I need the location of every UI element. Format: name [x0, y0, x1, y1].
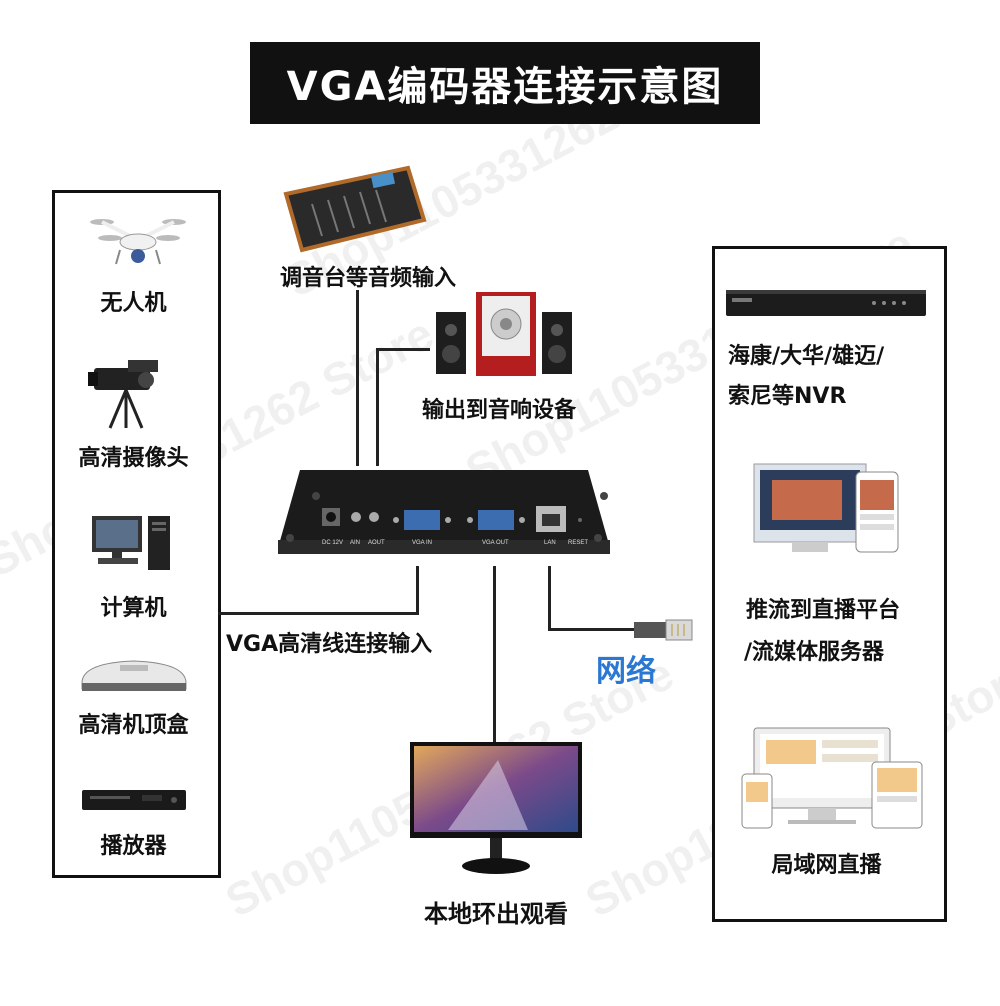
audio-output-label: 输出到音响设备: [422, 398, 577, 423]
monitor-label: 本地环出观看: [424, 900, 568, 928]
port-label: DC 12V: [322, 540, 343, 546]
drone-icon: [90, 219, 186, 265]
monitor-icon: [410, 742, 582, 874]
port-label: VGA IN: [412, 540, 432, 546]
input-label: 播放器: [100, 834, 167, 859]
vga-input-label: VGA高清线连接输入: [226, 632, 433, 657]
input-label: 高清摄像头: [78, 446, 189, 471]
input-label: 无人机: [100, 291, 167, 316]
output-label: 索尼等NVR: [728, 384, 847, 409]
computer-icon: [92, 516, 170, 570]
lan-cable: [548, 628, 634, 631]
audio-input-label: 调音台等音频输入: [280, 266, 457, 291]
port-label: LAN: [544, 540, 556, 546]
output-label: /流媒体服务器: [744, 640, 885, 665]
vga-out-cable: [493, 566, 496, 746]
nvr-icon: [726, 290, 926, 316]
output-label: 推流到直播平台: [746, 598, 901, 623]
vga-encoder-device: DC 12V AIN AOUT VGA IN VGA OUT LAN RESET: [278, 470, 610, 554]
title-banner: VGA编码器连接示意图: [250, 42, 760, 124]
network-label: 网络: [596, 654, 656, 689]
lan-cable: [548, 566, 551, 630]
rj45-connector-icon: [634, 619, 693, 641]
streaming-platform-icon: [753, 463, 899, 553]
port-label: RESET: [568, 540, 588, 546]
input-label: 高清机顶盒: [78, 713, 189, 738]
lan-devices-icon: [741, 727, 923, 829]
vga-in-cable: [416, 566, 419, 614]
dvd-player-icon: [82, 790, 186, 810]
input-label: 计算机: [100, 596, 167, 621]
audio-in-cable: [356, 290, 359, 466]
speaker-icon: [436, 292, 572, 376]
port-label: VGA OUT: [482, 540, 509, 546]
mixer-icon: [283, 165, 427, 253]
page-title: VGA编码器连接示意图: [286, 64, 724, 110]
output-label: 海康/大华/雄迈/: [728, 344, 885, 369]
video-camera-icon: [88, 360, 158, 429]
audio-out-cable: [376, 348, 430, 351]
set-top-box-icon: [81, 660, 187, 691]
output-label: 局域网直播: [771, 853, 882, 878]
port-label: AIN: [350, 540, 360, 546]
port-label: AOUT: [368, 540, 385, 546]
vga-in-cable: [218, 612, 419, 615]
audio-out-cable: [376, 348, 379, 466]
